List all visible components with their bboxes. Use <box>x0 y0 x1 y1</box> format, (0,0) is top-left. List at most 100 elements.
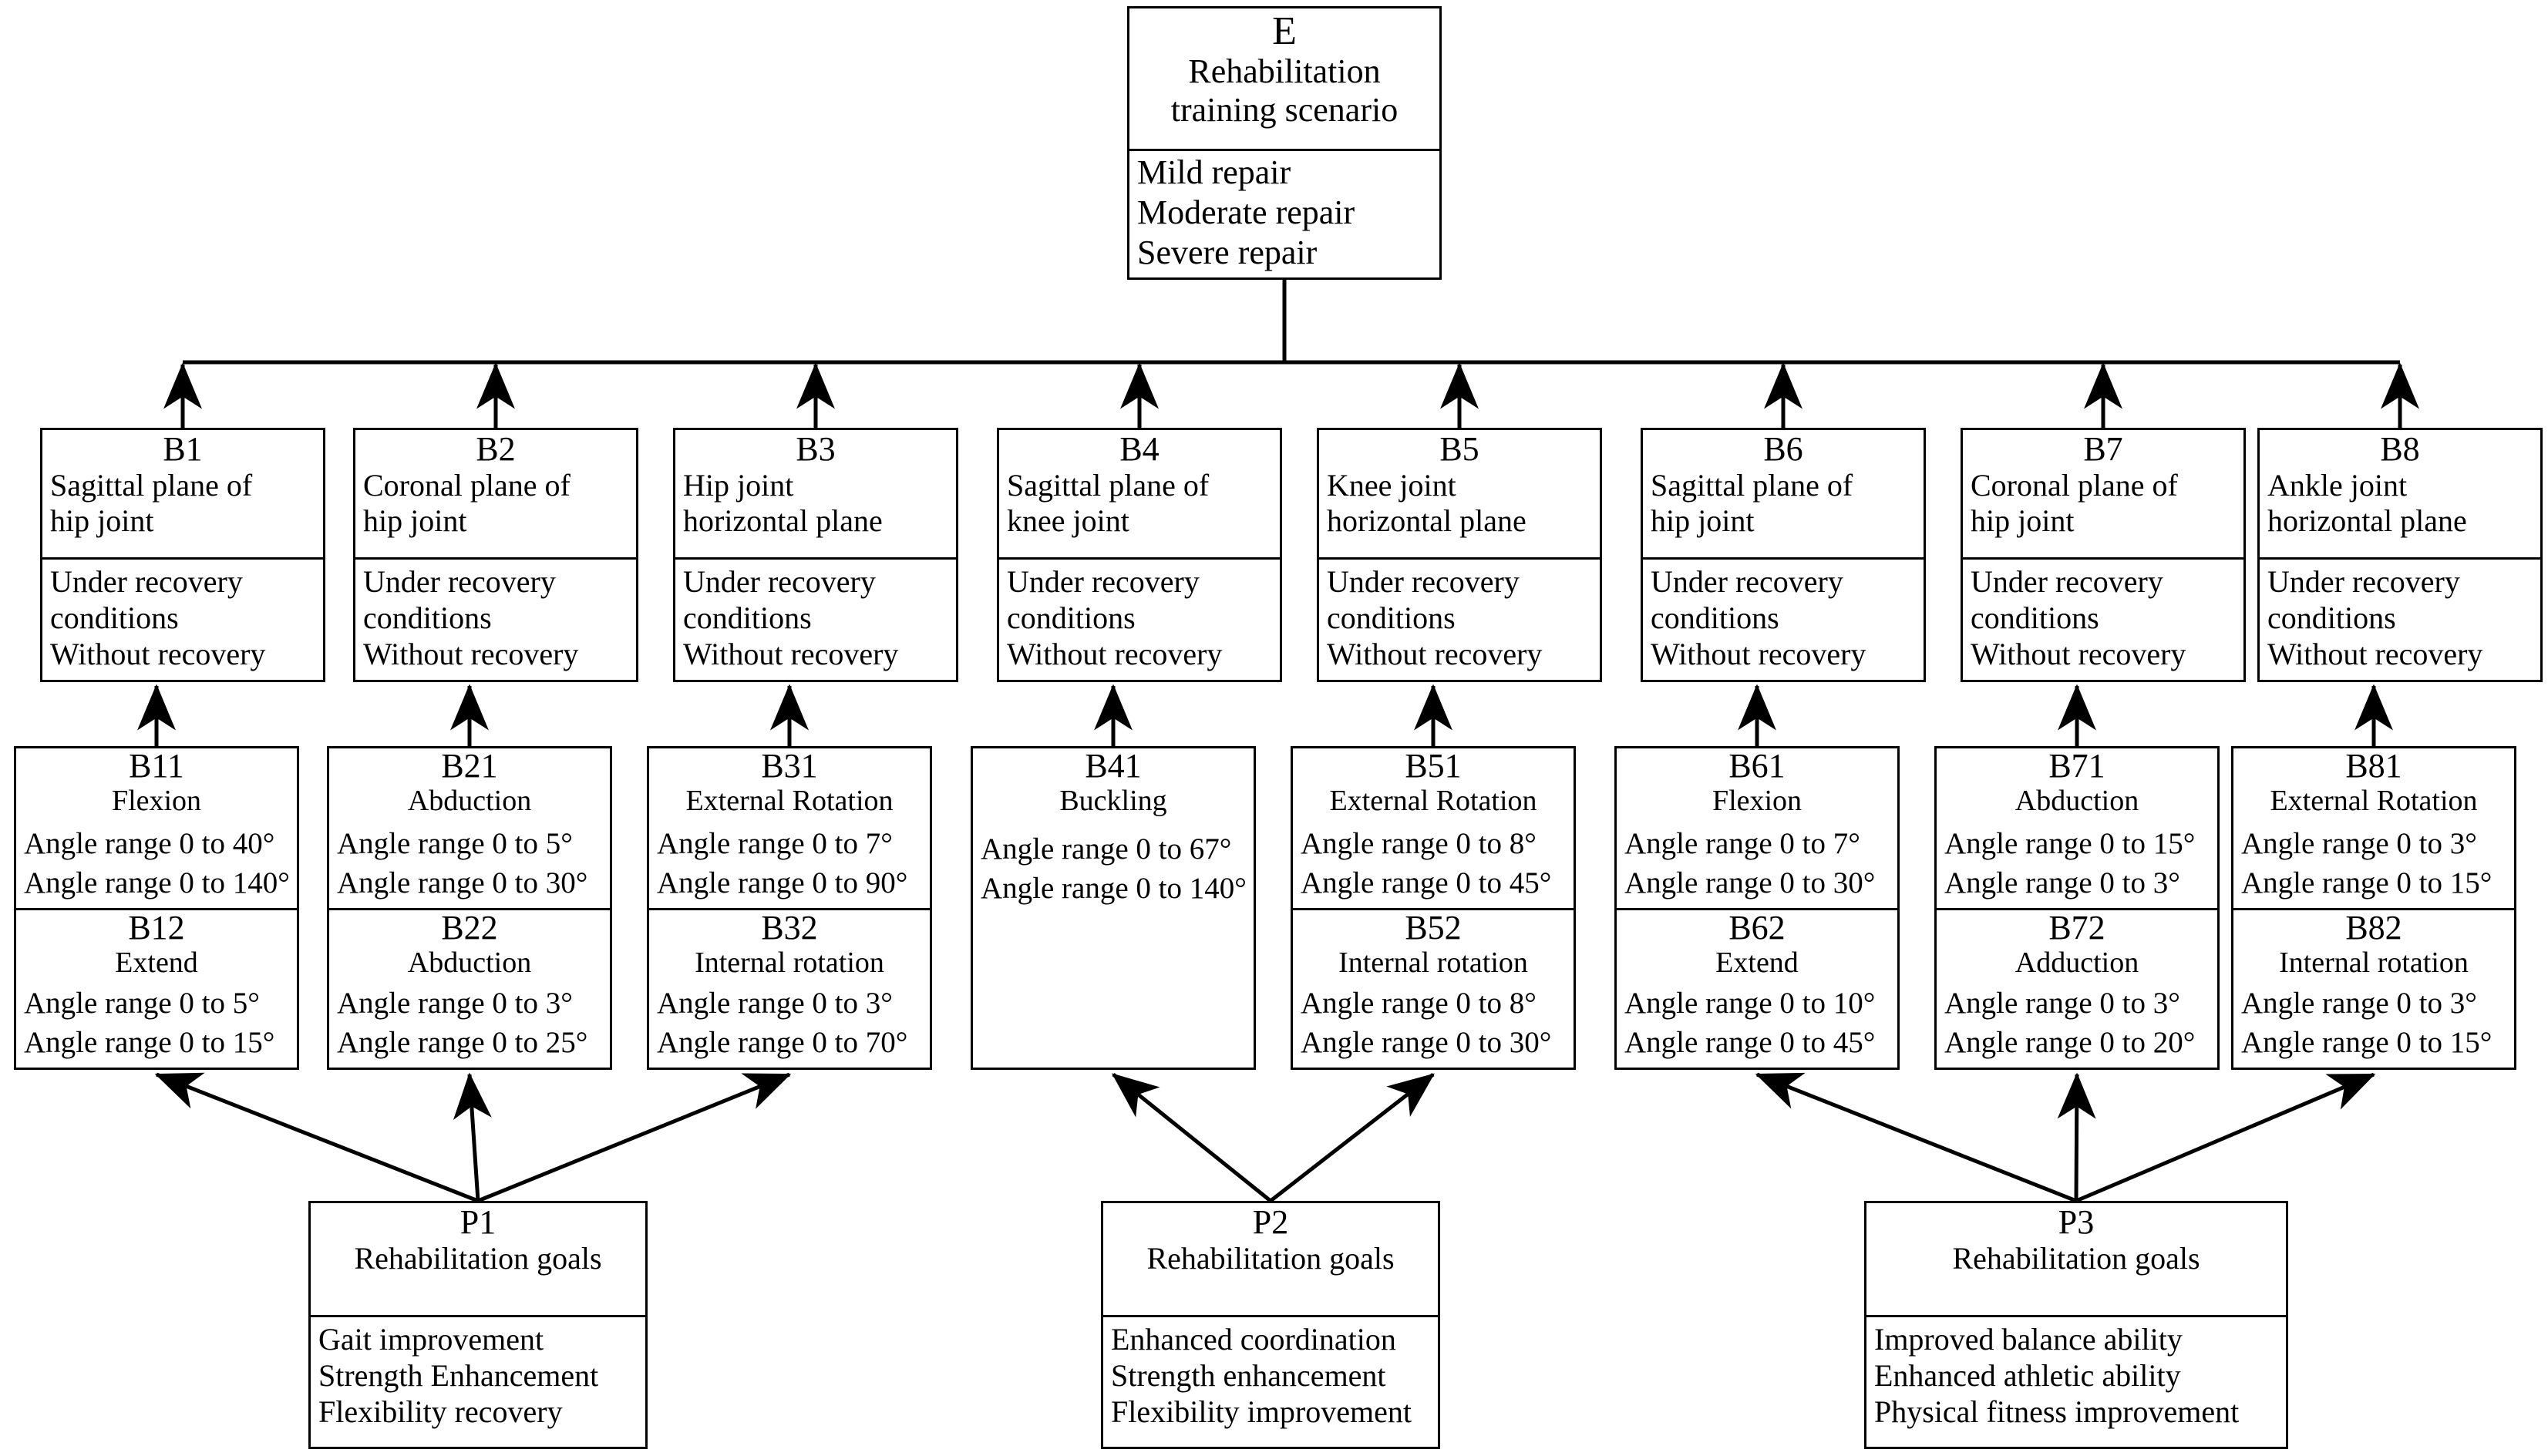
angle-range-block: Angle range 0 to 3°Angle range 0 to 15° <box>2233 980 2514 1068</box>
node-title: Internal rotation <box>695 946 884 979</box>
angle-range-block: Angle range 0 to 3° Angle range 0 to 15° <box>2233 820 2514 908</box>
angle-range: Angle range 0 to 140° <box>24 866 290 899</box>
node-list-item: Without recovery <box>2267 636 2483 671</box>
angle-range: Angle range 0 to 15° <box>2241 1025 2492 1059</box>
node-code: B41 <box>1085 747 1142 785</box>
empty-space <box>973 920 1254 1068</box>
node-code: B6 <box>1763 430 1803 468</box>
node-list-item: conditions <box>2267 600 2396 635</box>
node-code: B61 <box>1728 747 1786 785</box>
angle-range: Angle range 0 to 45° <box>1301 866 1552 899</box>
angle-range-block: Angle range 0 to 67°Angle range 0 to 140… <box>973 826 1254 920</box>
node-code: B5 <box>1439 430 1479 468</box>
node-title: External Rotation <box>2270 784 2478 817</box>
node-title: Rehabilitation goals <box>1952 1240 2200 1276</box>
node-list-item: Without recovery <box>1327 636 1543 671</box>
node-list-item: Without recovery <box>363 636 579 671</box>
node-code: B52 <box>1405 908 1462 947</box>
node-title: Buckling <box>1059 784 1167 817</box>
node-code: B51 <box>1405 747 1462 785</box>
node-list-item: Improved balance ability <box>1874 1322 2183 1357</box>
node-list-item: Enhanced coordination <box>1111 1322 1396 1357</box>
angle-range: Angle range 0 to 3° <box>1944 986 2180 1020</box>
node-list-item: Under recovery <box>2267 564 2460 599</box>
angle-range: Angle range 0 to 30° <box>1624 866 1876 899</box>
angle-range: Angle range 0 to 70° <box>657 1025 908 1059</box>
node-list-item: Moderate repair <box>1137 193 1355 232</box>
angle-range: Angle range 0 to 8° <box>1301 826 1537 860</box>
node-title: External Rotation <box>1329 784 1537 817</box>
node-code: B71 <box>2048 747 2105 785</box>
node-code: B82 <box>2345 908 2402 947</box>
angle-range-block: Angle range 0 to 7° Angle range 0 to 90° <box>649 820 930 908</box>
node-code: B32 <box>761 908 818 947</box>
node-list-item: Under recovery <box>1971 564 2163 599</box>
angle-range-block: Angle range 0 to 15°Angle range 0 to 3° <box>1937 820 2217 908</box>
node-code: B21 <box>441 747 498 785</box>
node-code: B31 <box>761 747 818 785</box>
node-list-item: Strength Enhancement <box>318 1357 599 1393</box>
angle-range-block: Angle range 0 to 3° Angle range 0 to 20° <box>1937 980 2217 1068</box>
angle-range: Angle range 0 to 15° <box>2241 866 2492 899</box>
angle-range: Angle range 0 to 140° <box>981 871 1247 905</box>
angle-range: Angle range 0 to 45° <box>1624 1025 1876 1059</box>
node-title: Flexion <box>111 784 202 817</box>
node-title-line: knee joint <box>1007 503 1129 539</box>
node-list-item: Physical fitness improvement <box>1874 1394 2240 1429</box>
angle-range: Angle range 0 to 90° <box>657 866 908 899</box>
node-list-item: Without recovery <box>1971 636 2186 671</box>
angle-range: Angle range 0 to 3° <box>2241 826 2477 860</box>
node-list-item: Under recovery <box>363 564 556 599</box>
angle-range: Angle range 0 to 8° <box>1301 986 1537 1020</box>
node-title: Abduction <box>2015 784 2139 817</box>
angle-range: Angle range 0 to 5° <box>337 826 573 860</box>
node-code: B72 <box>2048 908 2105 947</box>
angle-range: Angle range 0 to 7° <box>657 826 893 860</box>
node-title: Adduction <box>2015 946 2139 979</box>
node-list-item: Under recovery <box>1651 564 1843 599</box>
angle-range: Angle range 0 to 30° <box>1301 1025 1552 1059</box>
node-list-item: Without recovery <box>1007 636 1223 671</box>
node-list-item: conditions <box>50 600 179 635</box>
angle-range: Angle range 0 to 3° <box>1944 866 2180 899</box>
node-list-item: conditions <box>1651 600 1779 635</box>
node-code: B12 <box>128 908 185 947</box>
node-title-line: Coronal plane of <box>1971 467 2178 503</box>
angle-range: Angle range 0 to 20° <box>1944 1025 2196 1059</box>
node-list-item: Mild repair <box>1137 153 1291 192</box>
node-title: Flexion <box>1712 784 1802 817</box>
node-title-line: Knee joint <box>1327 467 1456 503</box>
node-title-line: horizontal plane <box>1327 503 1526 539</box>
node-list-item: Enhanced athletic ability <box>1874 1357 2181 1393</box>
node-title: Extend <box>1715 946 1799 979</box>
angle-range-block: Angle range 0 to 7° Angle range 0 to 30° <box>1617 820 1897 908</box>
angle-range: Angle range 0 to 7° <box>1624 826 1860 860</box>
angle-range-block: Angle range 0 to 3°Angle range 0 to 70° <box>649 980 930 1068</box>
node-list-item: conditions <box>1971 600 2099 635</box>
node-code: B7 <box>2083 430 2123 468</box>
node-title-line: horizontal plane <box>683 503 883 539</box>
node-title: External Rotation <box>685 784 894 817</box>
node-list-item: conditions <box>683 600 812 635</box>
